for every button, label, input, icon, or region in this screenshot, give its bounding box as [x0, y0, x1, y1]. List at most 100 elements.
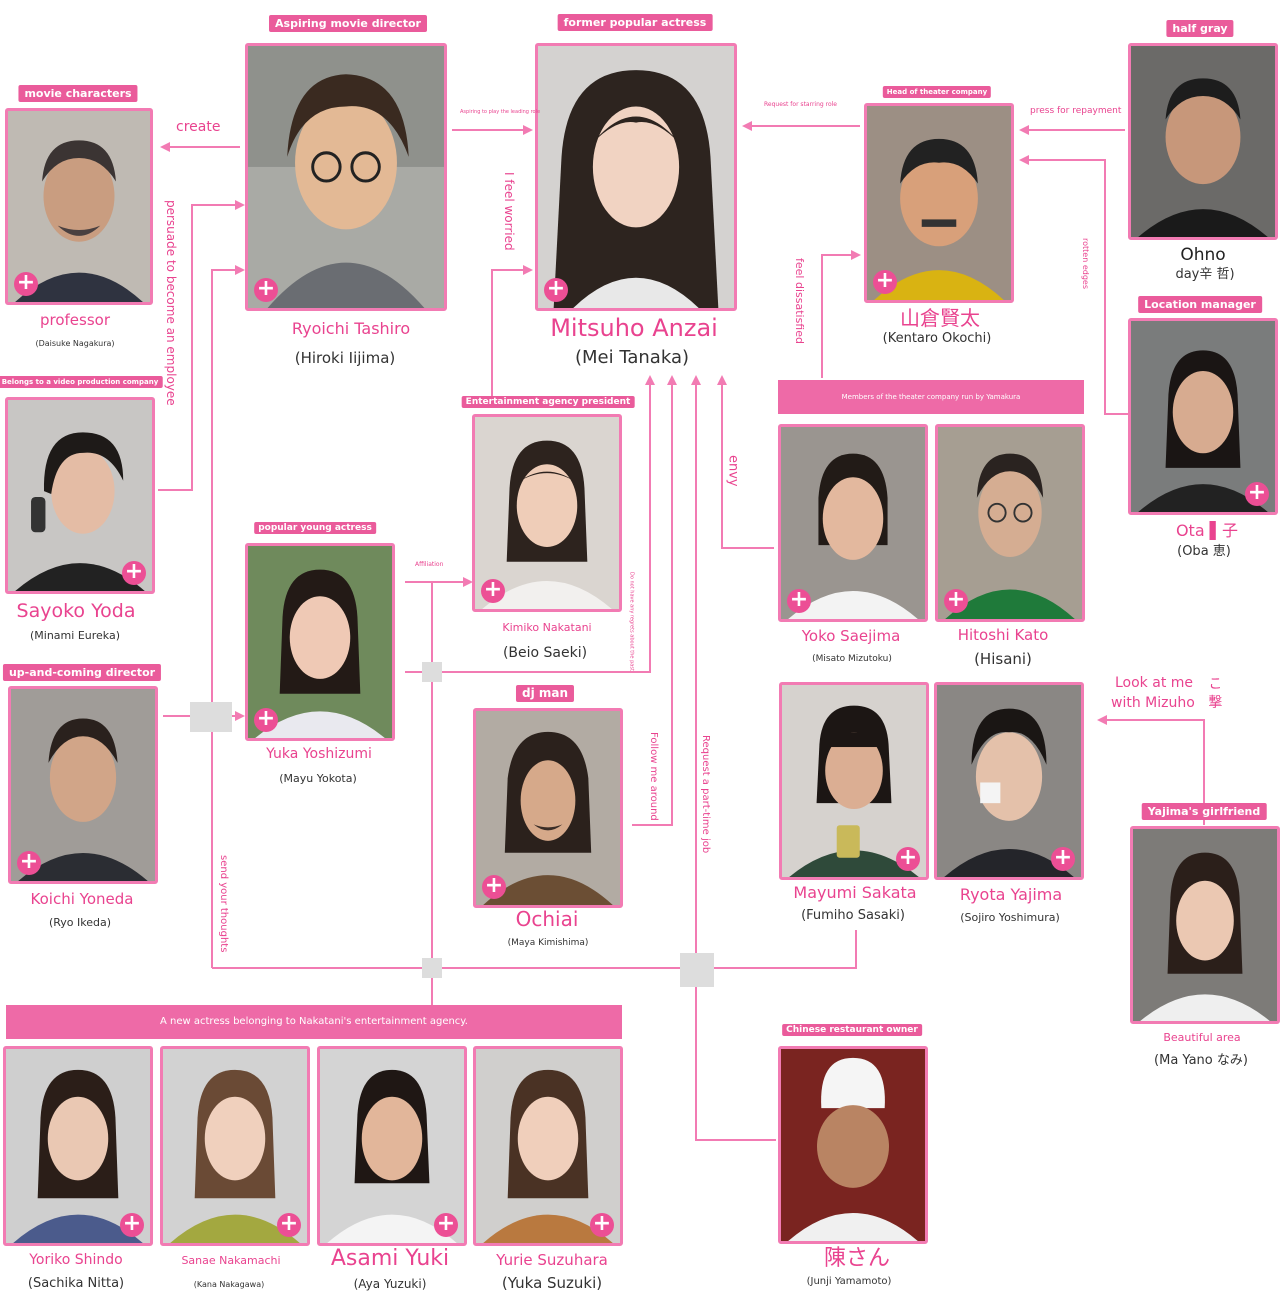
- card-kato[interactable]: +: [935, 424, 1085, 622]
- actor-tashiro: (Hiroki Iijima): [294, 349, 396, 367]
- actor-chen: (Junji Yamamoto): [806, 1276, 892, 1287]
- actor-ohno: day辛 哲): [1175, 267, 1235, 282]
- actor-yoshizumi: (Mayu Yokota): [279, 772, 357, 785]
- plus-icon[interactable]: +: [277, 1213, 301, 1237]
- tag-girlfriend: Yajima's girlfriend: [1141, 803, 1267, 820]
- rel-follow: Follow me around: [648, 732, 659, 821]
- line-send-thoughts-main: [211, 269, 242, 968]
- name-tashiro: Ryoichi Tashiro: [291, 319, 411, 338]
- plus-icon[interactable]: +: [434, 1213, 458, 1237]
- actor-saejima: (Misato Mizutoku): [812, 654, 892, 664]
- portrait-anzai: [538, 46, 734, 308]
- portrait-tashiro: [248, 46, 444, 308]
- arrow-thoughts: [235, 265, 245, 275]
- arrow-rotten: [1019, 155, 1029, 165]
- portrait-ohno: [1131, 46, 1275, 237]
- portrait-shindo: [6, 1049, 150, 1243]
- portrait-chen: [781, 1049, 925, 1241]
- plus-icon[interactable]: +: [590, 1213, 614, 1237]
- portrait-girlfriend: [1133, 829, 1277, 1021]
- plus-icon[interactable]: +: [122, 561, 146, 585]
- portrait-yoda: [8, 400, 152, 591]
- arrow-to-anzai-1: [523, 125, 533, 135]
- rel-look-line2: with Mizuho: [1111, 695, 1195, 711]
- portrait-nakamachi: [163, 1049, 307, 1243]
- tag-tashiro: Aspiring movie director: [269, 15, 427, 32]
- plus-icon[interactable]: +: [873, 270, 897, 294]
- plus-icon[interactable]: +: [14, 272, 38, 296]
- name-suzuhara: Yurie Suzuhara: [496, 1251, 608, 1269]
- plus-icon[interactable]: +: [1051, 847, 1075, 871]
- plus-icon[interactable]: +: [544, 278, 568, 302]
- arrow-follow: [667, 375, 677, 385]
- rel-repayment: press for repayment: [1030, 106, 1122, 116]
- actor-okura: (Kentaro Okochi): [882, 331, 992, 346]
- line-girlfriend-look: [1100, 719, 1205, 825]
- name-chen: 陳さん: [823, 1246, 891, 1271]
- arrow-to-anzai-2: [523, 265, 533, 275]
- card-saejima[interactable]: +: [778, 424, 928, 622]
- name-yoneda: Koichi Yoneda: [30, 890, 134, 908]
- actor-ochiai: (Maya Kimishima): [507, 938, 589, 948]
- card-nakatani[interactable]: +: [472, 414, 622, 612]
- plus-icon[interactable]: +: [120, 1213, 144, 1237]
- line-yoda-persuade: [158, 204, 242, 491]
- name-ochiai: Ochiai: [515, 907, 579, 931]
- tag-yoneda: up-and-coming director: [2, 664, 162, 681]
- card-ochiai[interactable]: +: [473, 708, 623, 908]
- plus-icon[interactable]: +: [482, 875, 506, 899]
- rel-worried: I feel worried: [502, 172, 517, 251]
- plus-icon[interactable]: +: [787, 589, 811, 613]
- card-ohno[interactable]: [1128, 43, 1278, 240]
- plus-icon[interactable]: +: [17, 851, 41, 875]
- card-sakata[interactable]: +: [779, 682, 929, 880]
- rel-no-regrets: Do not have any regrets about the past: [628, 572, 635, 671]
- plus-icon[interactable]: +: [254, 278, 278, 302]
- plus-icon[interactable]: +: [896, 847, 920, 871]
- portrait-yoneda: [11, 689, 155, 881]
- name-anzai: Mitsuho Anzai: [550, 314, 718, 342]
- arrow-affiliation: [463, 577, 473, 587]
- card-yoneda[interactable]: +: [8, 686, 158, 884]
- card-yoshizumi[interactable]: +: [245, 543, 395, 741]
- card-okura[interactable]: +: [864, 103, 1014, 303]
- arrow-parttime: [691, 375, 701, 385]
- actor-yuki: (Aya Yuzuki): [353, 1277, 427, 1291]
- portrait-okura: [867, 106, 1011, 300]
- plus-icon[interactable]: +: [254, 708, 278, 732]
- rel-thoughts: send your thoughts: [218, 855, 229, 953]
- card-anzai[interactable]: +: [535, 43, 737, 311]
- actor-nakatani: (Beio Saeki): [502, 645, 588, 661]
- card-tashiro[interactable]: +: [245, 43, 447, 311]
- card-ota[interactable]: +: [1128, 318, 1278, 515]
- card-yoda[interactable]: +: [5, 397, 155, 594]
- line-yoshizumi-anzai: [405, 378, 651, 673]
- card-yuki[interactable]: +: [317, 1046, 467, 1246]
- card-suzuhara[interactable]: +: [473, 1046, 623, 1246]
- line-nakatani-anzai: [491, 269, 530, 398]
- card-nakamachi[interactable]: +: [160, 1046, 310, 1246]
- card-shindo[interactable]: +: [3, 1046, 153, 1246]
- name-kato: Hitoshi Kato: [957, 626, 1049, 644]
- card-yajima[interactable]: +: [934, 682, 1084, 880]
- tag-movie: movie characters: [18, 85, 138, 102]
- line-ochiai-anzai: [632, 378, 673, 826]
- card-girlfriend[interactable]: [1130, 826, 1280, 1024]
- portrait-yoshizumi: [248, 546, 392, 738]
- arrow-create: [160, 142, 170, 152]
- plus-icon[interactable]: +: [481, 579, 505, 603]
- name-ohno: Ohno: [1180, 245, 1226, 265]
- name-professor: professor: [39, 311, 111, 329]
- name-ota: Ota ▌子: [1175, 521, 1239, 540]
- crossing-gap: [422, 662, 442, 682]
- plus-icon[interactable]: +: [944, 589, 968, 613]
- actor-ota: (Oba 恵): [1177, 544, 1231, 559]
- card-chen[interactable]: [778, 1046, 928, 1244]
- card-professor[interactable]: +: [5, 108, 153, 305]
- portrait-yuki: [320, 1049, 464, 1243]
- rel-persuade: persuade to become an employee: [164, 200, 179, 406]
- actor-yajima: (Sojiro Yoshimura): [960, 911, 1060, 924]
- tag-yoshizumi: popular young actress: [254, 522, 376, 534]
- name-yajima: Ryota Yajima: [959, 885, 1063, 904]
- plus-icon[interactable]: +: [1245, 482, 1269, 506]
